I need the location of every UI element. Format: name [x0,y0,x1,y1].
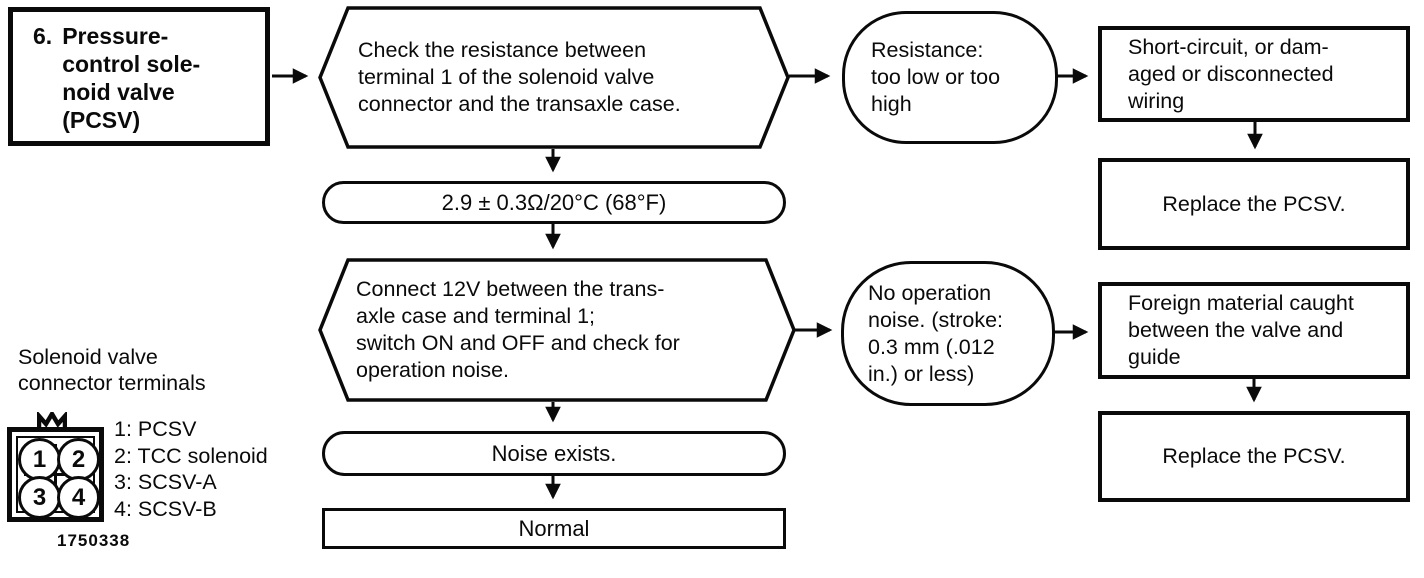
action-replace-pcsv-text-1: Replace the PCSV. [1162,191,1346,216]
normal-result-text: Normal [518,516,590,541]
legend-item-1: 1: PCSV [114,417,197,441]
normal-result-box: Normal [322,508,786,549]
check-resistance-hexagon: Check the resistance between terminal 1 … [318,6,790,149]
cause-foreign-material-text: Foreign material caught between the valv… [1128,291,1354,369]
noise-exists-text: Noise exists. [491,441,617,466]
terminal-3: 3 [18,476,61,519]
result-no-noise-text: No operation noise. (stroke: 0.3 mm (.01… [868,280,1004,386]
figure-number: 1750338 [57,531,131,551]
action-replace-pcsv-box-1: Replace the PCSV. [1098,158,1410,250]
hexagon-outline [318,258,796,402]
cause-wiring-box: Short-circuit, or dam- aged or disconnec… [1098,26,1410,122]
legend-item-3: 3: SCSV-A [114,470,217,494]
resistance-spec-text: 2.9 ± 0.3Ω/20°C (68°F) [441,190,667,215]
result-resistance-oval: Resistance: too low or too high [842,11,1058,144]
check-operation-noise-text: Connect 12V between the trans- axle case… [356,277,680,382]
legend-item-2: 2: TCC solenoid [114,443,268,468]
legend-item-4: 4: SCSV-B [114,496,217,521]
result-resistance-text: Resistance: too low or too high [871,38,1001,116]
check-resistance-text: Check the resistance between terminal 1 … [358,38,681,116]
connector-legend-title: Solenoid valve connector terminals [18,345,206,395]
action-replace-pcsv-text-2: Replace the PCSV. [1162,444,1346,468]
terminal-3-number: 3 [32,483,47,511]
terminal-2: 2 [57,438,100,481]
terminal-4: 4 [57,476,100,519]
connector-inner-frame [16,436,95,513]
step-number: 6. [33,23,53,49]
connector-key-tab-icon [37,412,67,428]
connector-diagram: 1 2 3 4 [7,427,104,522]
cause-wiring-text: Short-circuit, or dam- aged or disconnec… [1128,34,1334,113]
terminal-2-number: 2 [71,445,86,473]
connector-legend: Solenoid valve connector terminals [18,344,206,396]
step-label-box: 6. Pressure- control sole- noid valve (P… [8,7,270,146]
step-title: Pressure- control sole- noid valve (PCSV… [62,23,201,133]
hexagon-outline [318,6,790,149]
terminal-1: 1 [18,438,61,481]
noise-exists-pill: Noise exists. [322,431,786,476]
terminal-4-number: 4 [71,483,86,511]
connector-legend-list: 1: PCSV 2: TCC solenoid 3: SCSV-A 4: SCS… [114,416,268,522]
terminal-1-number: 1 [32,445,47,473]
resistance-spec-pill: 2.9 ± 0.3Ω/20°C (68°F) [322,181,786,224]
action-replace-pcsv-box-2: Replace the PCSV. [1098,411,1410,502]
check-operation-noise-hexagon: Connect 12V between the trans- axle case… [318,258,796,402]
result-no-noise-oval: No operation noise. (stroke: 0.3 mm (.01… [841,261,1055,406]
connector-divider-horizontal [24,473,87,476]
cause-foreign-material-box: Foreign material caught between the valv… [1098,282,1410,379]
